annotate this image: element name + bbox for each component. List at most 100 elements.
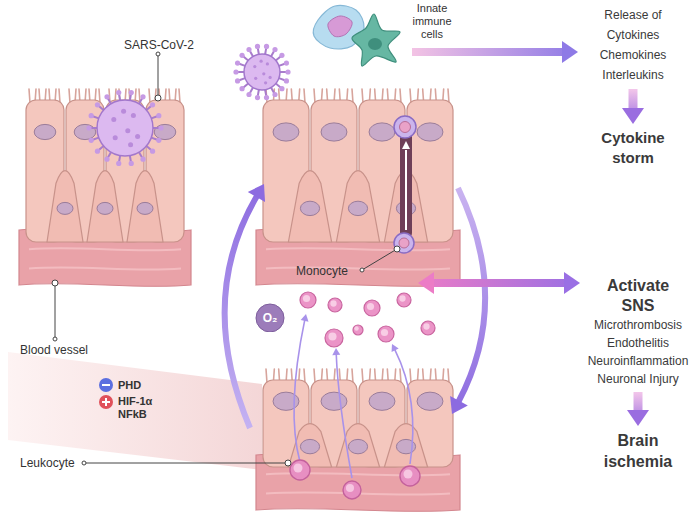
nucleus [137,202,153,214]
monocyte-nucleus [400,122,411,133]
leader-monocyte-start [360,268,364,272]
inhibition-sign [99,378,113,392]
label-text: Monocyte [296,264,348,278]
inflammatory-particle [325,329,343,347]
spike-tip [129,161,134,166]
leader-virus [158,54,159,98]
flow-arrow [622,89,644,124]
nucleus [300,439,319,453]
nucleus [74,124,96,139]
basal-cell [336,171,379,242]
leader-leukocyte-start [82,461,86,465]
label-text: HIF-1α NFkB [118,395,168,421]
spike-tip [264,44,269,49]
nucleus [321,123,347,141]
spike-tip [233,69,238,74]
node-heading: Brain ischemia [593,430,683,472]
node-heading: Cytokine storm [588,128,678,168]
virus-small [233,44,290,100]
leader-virus-start [156,52,160,56]
virus-dot [254,77,257,80]
nucleus [34,124,56,139]
spike-tip [235,61,240,66]
oxygen-circle [256,304,284,332]
leukocyte-core [404,470,413,479]
spike-tip [86,125,91,130]
basal-cell [127,171,163,242]
virus-dot [253,65,256,68]
oxygen-down-arrow [266,296,274,302]
nucleus [348,201,367,215]
extravasation-path [336,354,352,478]
spike-tip [89,113,94,118]
inflammatory-particle [397,293,411,307]
vessel-stripe [266,248,450,250]
dendritic-cell [352,14,400,66]
spike-tip [285,69,290,74]
cilium [314,369,315,383]
flow-arrow [627,392,649,426]
basal-cell [288,171,331,242]
cilium [362,89,363,103]
cilium [314,89,315,103]
flow-arrow-shaft-head [627,410,649,426]
virus-dot [262,72,265,75]
virus-dot [128,142,133,147]
virus-dot [125,128,130,133]
inflammatory-particle [421,321,435,335]
cilium [362,369,363,383]
particle-core [303,295,310,302]
spike-tip [279,53,284,58]
spike-tip [272,47,277,52]
leader-vessel-end [52,280,58,286]
spike-tip [116,161,121,166]
minus-bar [102,384,110,386]
virus-dot [131,113,136,118]
nucleus [417,123,443,141]
leader-vessel [55,283,56,339]
inflammatory-particle [300,292,316,308]
cycle-arrow-left-head [248,184,265,202]
leukocyte-core [294,464,303,473]
release-arrow-head [562,41,578,63]
cycle-arrow-right-head [450,396,468,414]
node-heading: Activate SNS [592,276,684,316]
virus-dot [135,134,140,139]
label-text: Leukocyte [20,456,75,470]
spike-tip [239,53,244,58]
spike-tip [264,95,269,100]
leukocyte-core [346,484,354,492]
spike-tip [284,78,289,83]
monocyte-nucleus [399,238,409,248]
particle-core [354,326,359,331]
nucleus [273,123,299,141]
spike-tip [239,86,244,91]
nucleus [97,202,113,214]
text-node: Cytokine storm [587,128,679,168]
spike-tip [140,157,145,162]
node-body: Microthrombosis Endothelitis Neuroinflam… [574,316,692,388]
virus-dot [268,76,271,79]
spike-tip [140,94,145,99]
text-node: Activate SNSMicrothrombosis Endothelitis… [572,276,692,388]
nucleus [321,392,347,410]
particle-core [367,303,374,310]
label-text: PHD [118,378,141,392]
spike-tip [246,47,251,52]
nucleus [417,392,443,410]
flow-arrow-shaft [629,89,638,109]
leukocyte-cell [290,460,310,480]
particle-core [330,300,336,306]
nucleus [300,201,319,215]
leukocyte-cell [400,466,420,486]
basal-cell [47,171,83,242]
node-heading: Release of Cytokines Chemokines Interleu… [588,5,678,85]
particle-core [381,329,388,336]
inflammatory-particle [328,298,342,312]
signal-wedge [8,352,262,470]
cilium [410,369,411,383]
extravasation-head [332,348,340,355]
particle-core [328,332,336,340]
